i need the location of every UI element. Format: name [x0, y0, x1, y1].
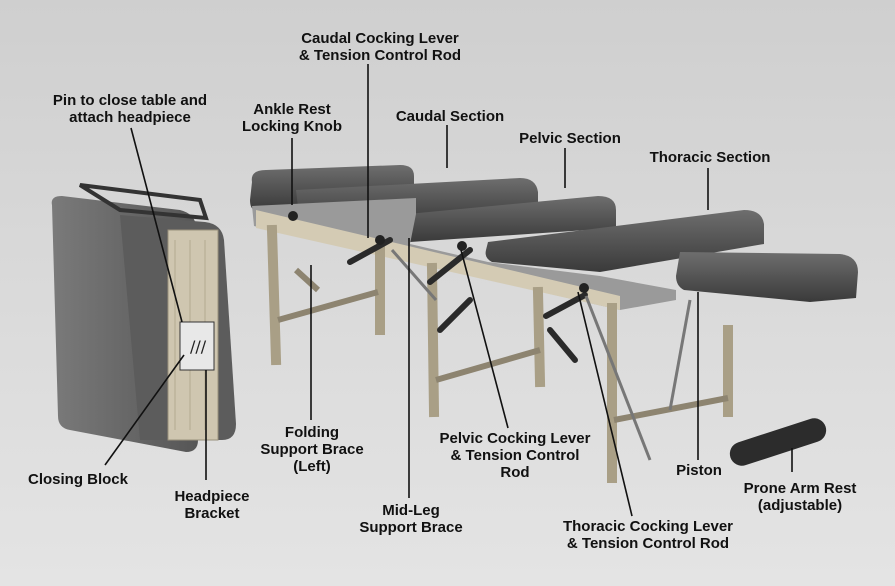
- label-pelvic-section: Pelvic Section: [519, 130, 621, 147]
- closing-block: [179, 321, 215, 371]
- label-line: & Tension Control Rod: [298, 47, 462, 64]
- label-line: Caudal Cocking Lever: [301, 30, 459, 47]
- label-pin-close-table: Pin to close table and attach headpiece: [30, 92, 230, 126]
- label-prone-arm-rest: Prone Arm Rest (adjustable): [730, 480, 870, 514]
- label-line: Support Brace: [260, 441, 364, 458]
- label-line: (Left): [293, 458, 331, 475]
- label-line: Locking Knob: [242, 118, 342, 135]
- label-caudal-section: Caudal Section: [395, 108, 505, 125]
- prone-arm-rest: [729, 418, 827, 466]
- folded-table: ///: [51, 183, 236, 452]
- label-line: Pelvic Cocking Lever: [439, 430, 591, 447]
- label-line: (adjustable): [757, 497, 843, 514]
- label-line: Ankle Rest: [253, 101, 331, 118]
- label-line: Mid-Leg: [382, 502, 440, 519]
- label-line: attach headpiece: [69, 109, 191, 126]
- label-line: Prone Arm Rest: [743, 480, 857, 497]
- label-line: Bracket: [184, 505, 240, 522]
- label-thoracic-cocking-lever: Thoracic Cocking Lever & Tension Control…: [548, 518, 748, 552]
- label-ankle-rest-knob: Ankle Rest Locking Knob: [232, 101, 352, 135]
- label-line: Pin to close table and: [52, 92, 208, 109]
- label-line: & Tension Control: [450, 447, 580, 464]
- label-line: Headpiece: [174, 488, 250, 505]
- svg-text:///: ///: [190, 337, 207, 356]
- label-line: Thoracic Cocking Lever: [562, 518, 734, 535]
- label-pelvic-cocking-lever: Pelvic Cocking Lever & Tension Control R…: [420, 430, 610, 481]
- label-piston: Piston: [676, 462, 722, 479]
- leader-lines: [104, 64, 793, 517]
- label-closing-block: Closing Block: [27, 471, 128, 488]
- levers: [347, 237, 588, 363]
- table-legs: [266, 224, 733, 483]
- label-caudal-cocking-lever: Caudal Cocking Lever & Tension Control R…: [280, 30, 480, 64]
- label-thoracic-section: Thoracic Section: [649, 149, 771, 166]
- label-line: Support Brace: [359, 519, 463, 536]
- label-mid-leg-brace: Mid-Leg Support Brace: [346, 502, 476, 536]
- label-line: Rod: [500, 464, 530, 481]
- label-line: Folding: [284, 424, 340, 441]
- label-line: & Tension Control Rod: [566, 535, 730, 552]
- table-cushions: [250, 165, 858, 310]
- label-folding-support-brace: Folding Support Brace (Left): [252, 424, 372, 475]
- label-headpiece-bracket: Headpiece Bracket: [162, 488, 262, 522]
